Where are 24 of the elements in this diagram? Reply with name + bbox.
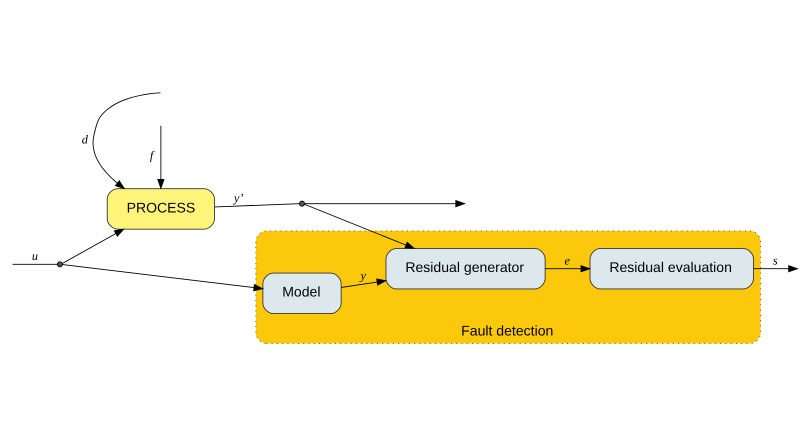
edge-label: y’ bbox=[234, 191, 244, 206]
node-circle bbox=[299, 200, 305, 207]
node-box: Residual evaluation bbox=[590, 248, 754, 290]
node-box: Model bbox=[262, 272, 342, 314]
edge-label: u bbox=[32, 249, 38, 264]
edge-label: e bbox=[564, 253, 570, 268]
node-circle bbox=[56, 261, 63, 268]
edge-label: y bbox=[360, 268, 366, 282]
edge-label: s bbox=[772, 253, 778, 268]
arrow bbox=[157, 125, 165, 190]
edge-label: f bbox=[150, 148, 154, 163]
edge-label: d bbox=[82, 132, 88, 147]
arrow bbox=[544, 265, 592, 272]
arrow bbox=[62, 264, 264, 292]
arrow bbox=[62, 228, 125, 264]
node-box: Residual generator bbox=[386, 248, 546, 290]
arrow bbox=[92, 92, 161, 190]
node-box: PROCESS bbox=[106, 188, 215, 230]
connector bbox=[214, 203, 300, 208]
arrow bbox=[753, 265, 799, 272]
connector bbox=[12, 264, 58, 265]
arrow bbox=[340, 278, 388, 288]
arrow bbox=[304, 204, 416, 249]
arrow bbox=[304, 200, 466, 208]
